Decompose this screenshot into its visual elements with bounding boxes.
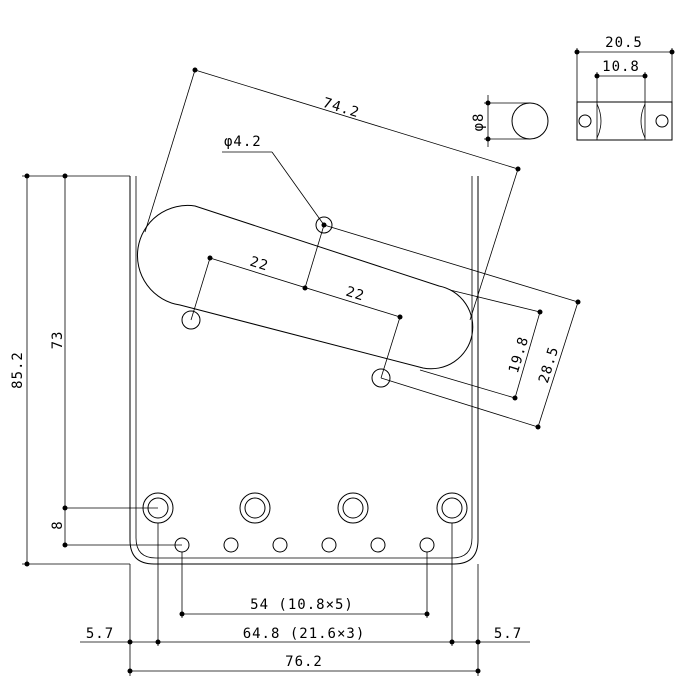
dim-horizontal: 54 (10.8×5) 5.7 64.8 (21.6×3) 5.7 76.2 (80, 523, 530, 676)
svg-text:54 (10.8×5): 54 (10.8×5) (250, 597, 354, 613)
dim-pin-diameter: φ4.2 (222, 134, 325, 226)
svg-text:74.2: 74.2 (321, 95, 362, 121)
slot-screw-hole-right (371, 368, 391, 388)
svg-text:73: 73 (50, 331, 66, 350)
string-holes (174, 537, 435, 553)
dim-vertical: 85.2 73 8 (10, 173, 182, 567)
svg-text:28.5: 28.5 (536, 344, 562, 385)
svg-text:φ8: φ8 (471, 113, 487, 132)
svg-text:8: 8 (50, 520, 66, 529)
svg-text:20.5: 20.5 (605, 35, 643, 51)
slot-screw-hole-left (181, 310, 201, 330)
svg-text:φ4.2: φ4.2 (224, 134, 262, 150)
saddle-end-view: φ8 (471, 95, 549, 147)
svg-text:85.2: 85.2 (10, 351, 26, 389)
dim-hole-spacing: 22 22 (190, 224, 403, 379)
svg-text:22: 22 (248, 254, 271, 275)
svg-text:22: 22 (344, 284, 367, 305)
mounting-holes (142, 492, 468, 524)
svg-text:5.7: 5.7 (494, 626, 522, 642)
pickup-slot (136, 204, 474, 370)
saddle-side-view: 20.5 10.8 (574, 35, 675, 141)
svg-text:64.8 (21.6×3): 64.8 (21.6×3) (243, 626, 366, 642)
dim-slot-span: 74.2 (144, 67, 521, 321)
dim-offsets: 19.8 28.5 (323, 224, 581, 430)
svg-text:76.2: 76.2 (285, 654, 323, 670)
svg-text:5.7: 5.7 (86, 626, 114, 642)
bridge-plate (129, 176, 479, 565)
svg-text:10.8: 10.8 (602, 59, 640, 75)
svg-text:19.8: 19.8 (506, 334, 532, 375)
